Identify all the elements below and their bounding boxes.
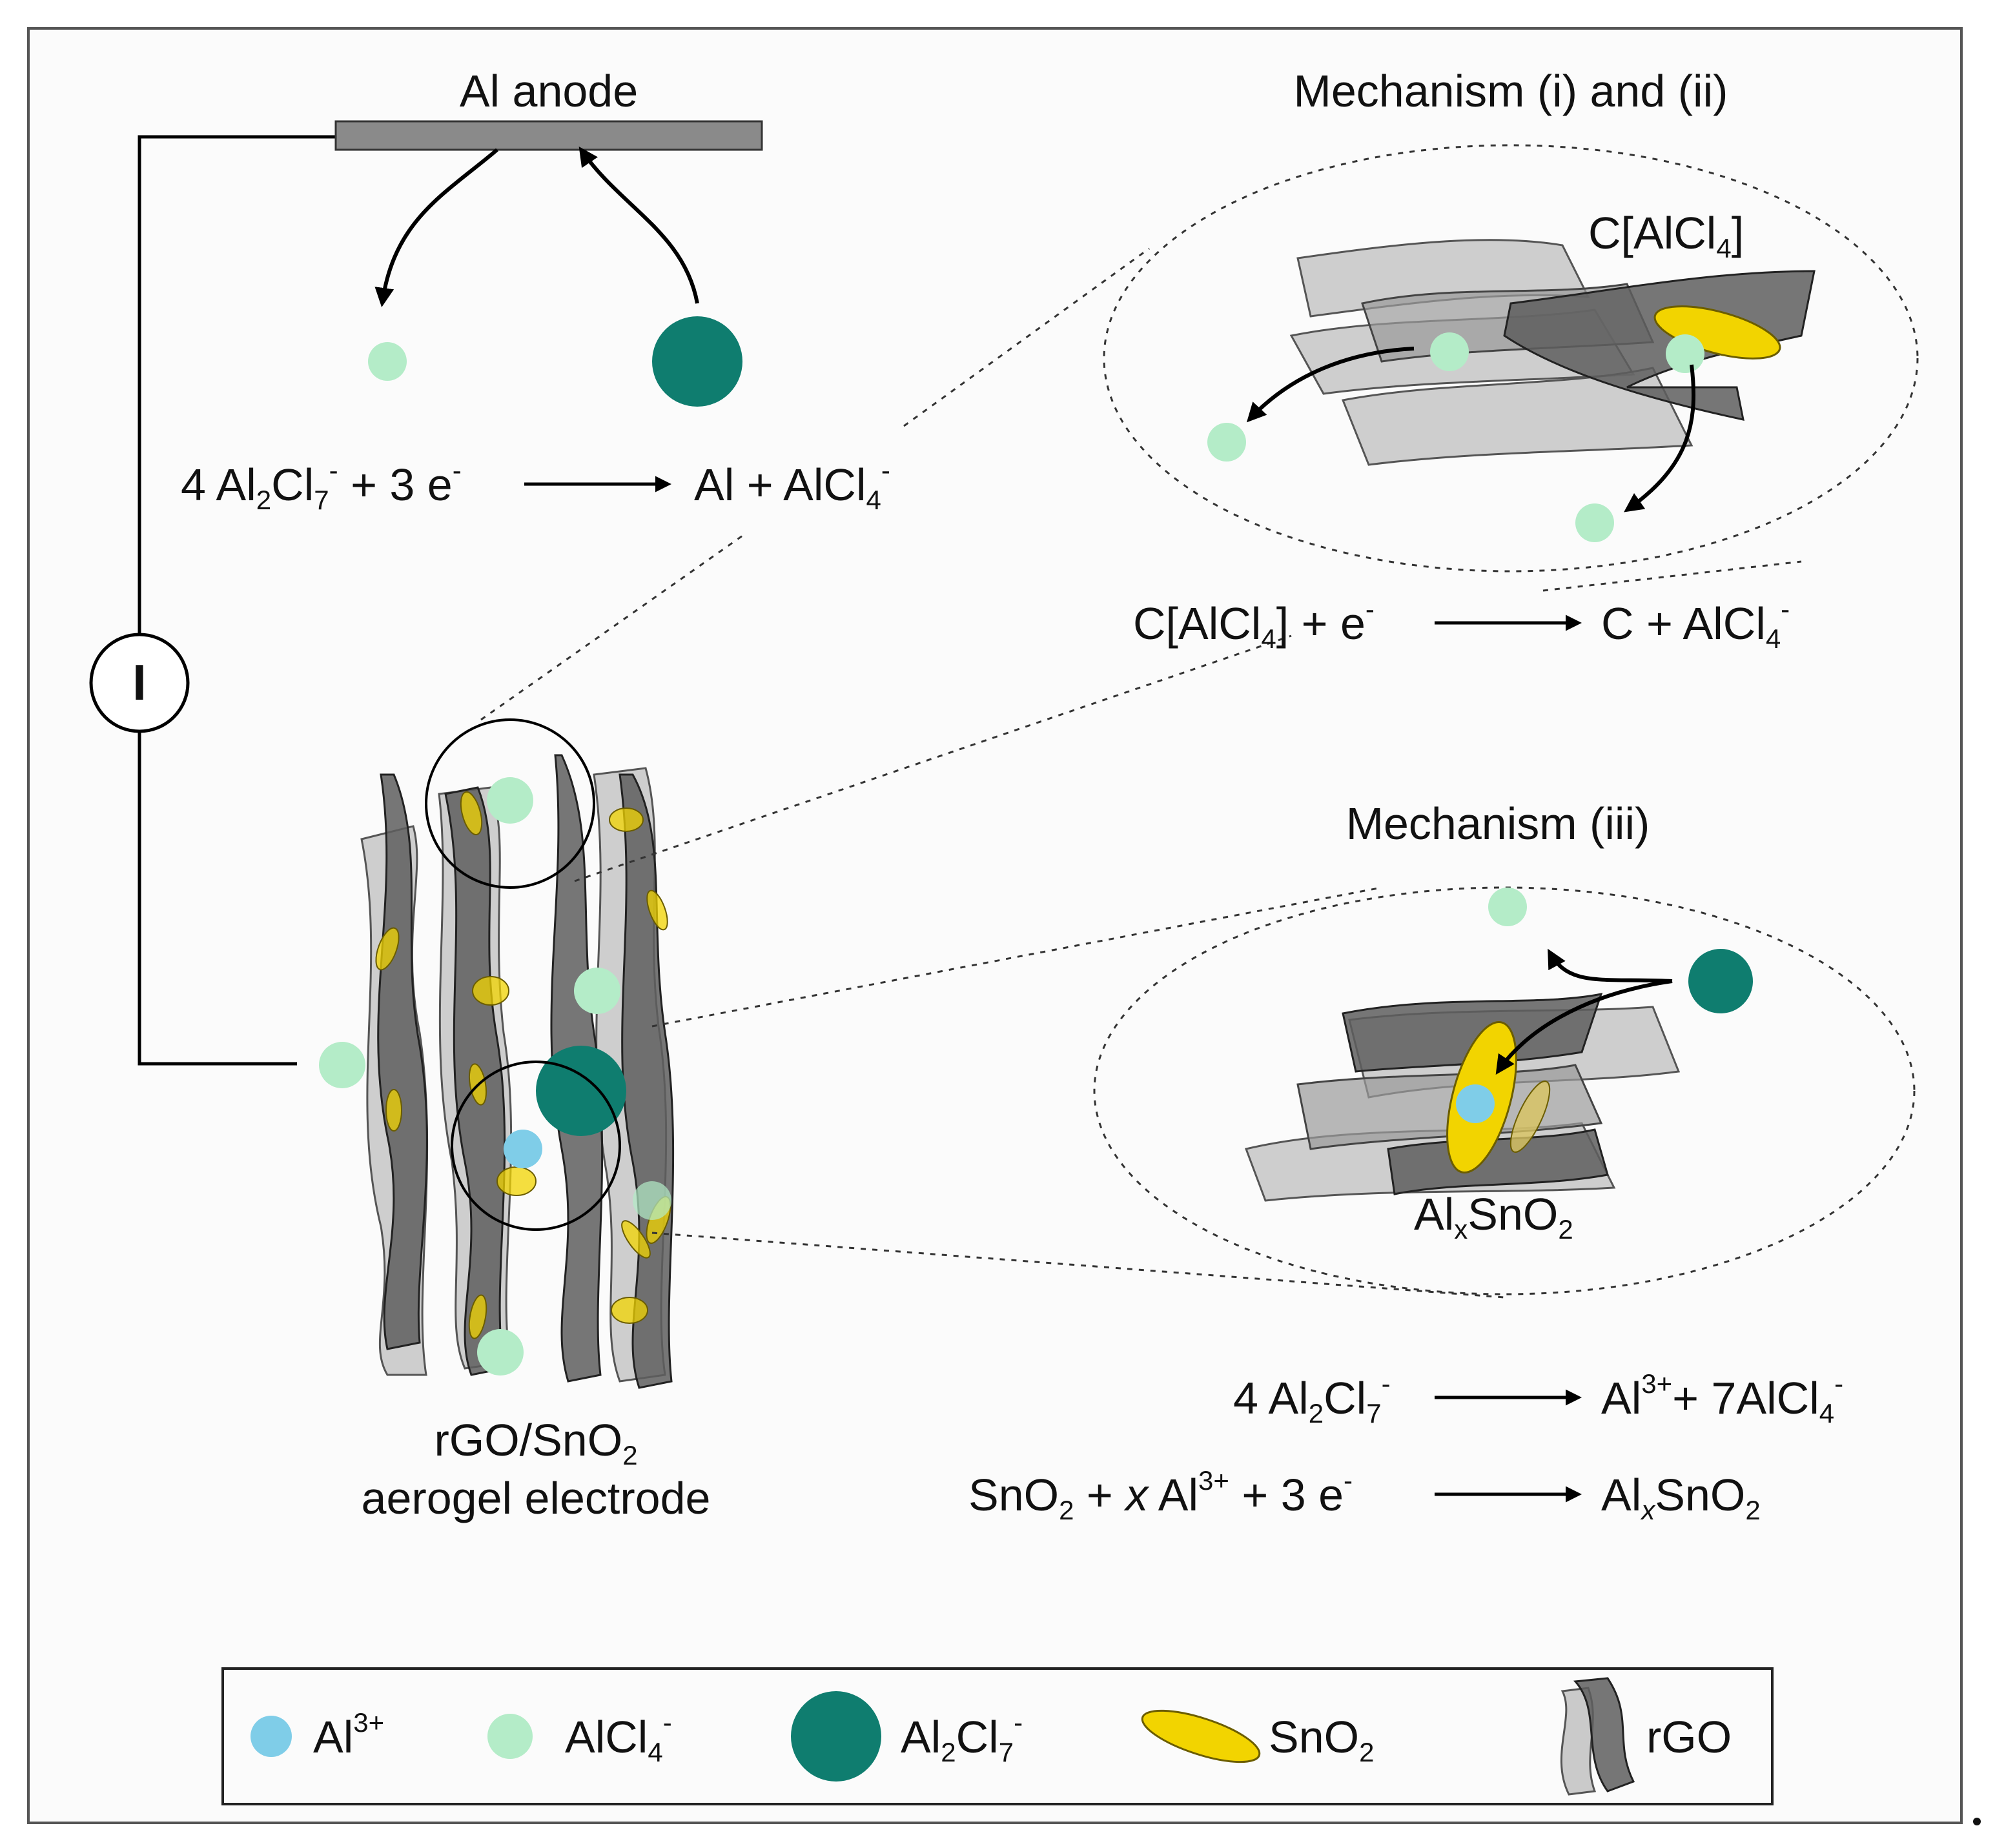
electrode-label-line1: rGO/SnO2 [434,1415,637,1470]
zoom-connectors [480,247,1802,1299]
zoom-circle-upper [425,718,595,889]
mech3-zoom-ellipse [1093,886,1916,1295]
zoom-circle-lower [451,1061,621,1231]
mech3-species-label: AlxSnO2 [1414,1189,1573,1244]
anode-reaction: 4 Al2Cl7- + 3 e- [181,455,462,515]
mech12-zoom-ellipse [1103,144,1919,573]
legend-sno2: SnO2 [1141,1709,1374,1767]
anode-label: Al anode [460,66,638,116]
mech3-reaction2-rhs: AlxSnO2 [1601,1470,1761,1525]
alcl4-ion [368,342,407,381]
svg-text:Al3+: Al3+ [313,1707,384,1762]
legend: Al3+ AlCl4- Al2Cl7- SnO2 rGO [221,1667,1774,1805]
ammeter-label: I [132,654,147,711]
legend-al3: Al3+ [251,1707,384,1762]
mech12-title: Mechanism (i) and (ii) [1294,66,1728,116]
mech3-reaction1-rhs: Al3++ 7AlCl4- [1601,1368,1843,1428]
legend-alcl4: AlCl4- [487,1707,672,1767]
mech3-title: Mechanism (iii) [1346,798,1650,849]
legend-al2cl7: Al2Cl7- [791,1691,1023,1782]
mech12-reaction-lhs: C[AlCl4] + e- [1133,594,1375,654]
aerogel-electrode [319,718,675,1389]
electrode-label-line2: aerogel electrode [362,1473,711,1523]
mech12-species-label: C[AlCl4] [1588,208,1744,263]
al-anode: Al anode [334,66,763,151]
ammeter: I [89,633,190,733]
al2cl7-ion [652,316,742,407]
anode-reaction-rhs: Al + AlCl4- [694,455,890,515]
mech12-rgo-stack [1289,239,1816,466]
circuit: I [89,135,336,1066]
mech3-rgo-stack [1244,993,1681,1202]
svg-text:rGO: rGO [1646,1712,1732,1762]
svg-text:Al2Cl7-: Al2Cl7- [901,1707,1023,1767]
svg-text:SnO2: SnO2 [1269,1712,1374,1767]
legend-rgo: rGO [1560,1677,1732,1796]
svg-text:AlCl4-: AlCl4- [565,1707,672,1767]
mech3-reaction2-lhs: SnO2 + x Al3+ + 3 e- [968,1465,1353,1525]
mech12-reaction-rhs: C + AlCl4- [1601,594,1790,654]
mech3-reaction1-lhs: 4 Al2Cl7- [1233,1368,1391,1428]
